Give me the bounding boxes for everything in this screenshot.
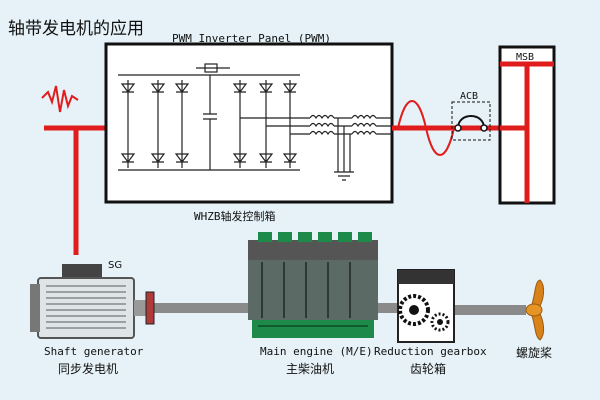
input-waveform-icon [41,85,79,113]
cabinet-label: WHZB轴发控制箱 [194,209,276,223]
coupling-flange [145,291,155,325]
main-engine-label-en: Main engine (M/E) [260,345,373,358]
power-line-left [44,125,106,255]
shaft-generator-label-en: Shaft generator [44,345,144,358]
acb-label: ACB [460,91,478,102]
shaft-generator-label-cn: 同步发电机 [58,361,118,376]
sg-label: SG [108,260,122,271]
output-filter [240,114,392,181]
inverter-bridge [230,74,300,171]
output-sine-icon [397,100,455,156]
pwm-inverter-panel [104,42,394,204]
main-engine-icon [248,232,378,338]
diagram-title: 轴带发电机的应用 [8,19,144,39]
msb-busbar [500,61,554,203]
acb-contact-left [454,124,462,132]
propeller-label-cn: 螺旋桨 [516,346,552,360]
propeller-icon [525,279,545,341]
main-engine-label-cn: 主柴油机 [286,362,334,376]
gearbox-label-cn: 齿轮箱 [410,361,446,376]
panel-label: PWM Inverter Panel (PWM) [172,32,331,45]
shaft-right [452,305,526,315]
acb-contact-right [480,124,488,132]
dc-link [196,63,230,171]
shaft-middle [372,303,398,313]
shaft-generator-icon: SG [30,260,146,339]
acb-box [451,101,491,141]
shaft-left [146,303,252,313]
reduction-gearbox-icon [397,269,455,343]
msb-label: MSB [516,52,534,63]
gearbox-label-en: Reduction gearbox [374,345,487,358]
rectifier-bridge [118,74,196,171]
